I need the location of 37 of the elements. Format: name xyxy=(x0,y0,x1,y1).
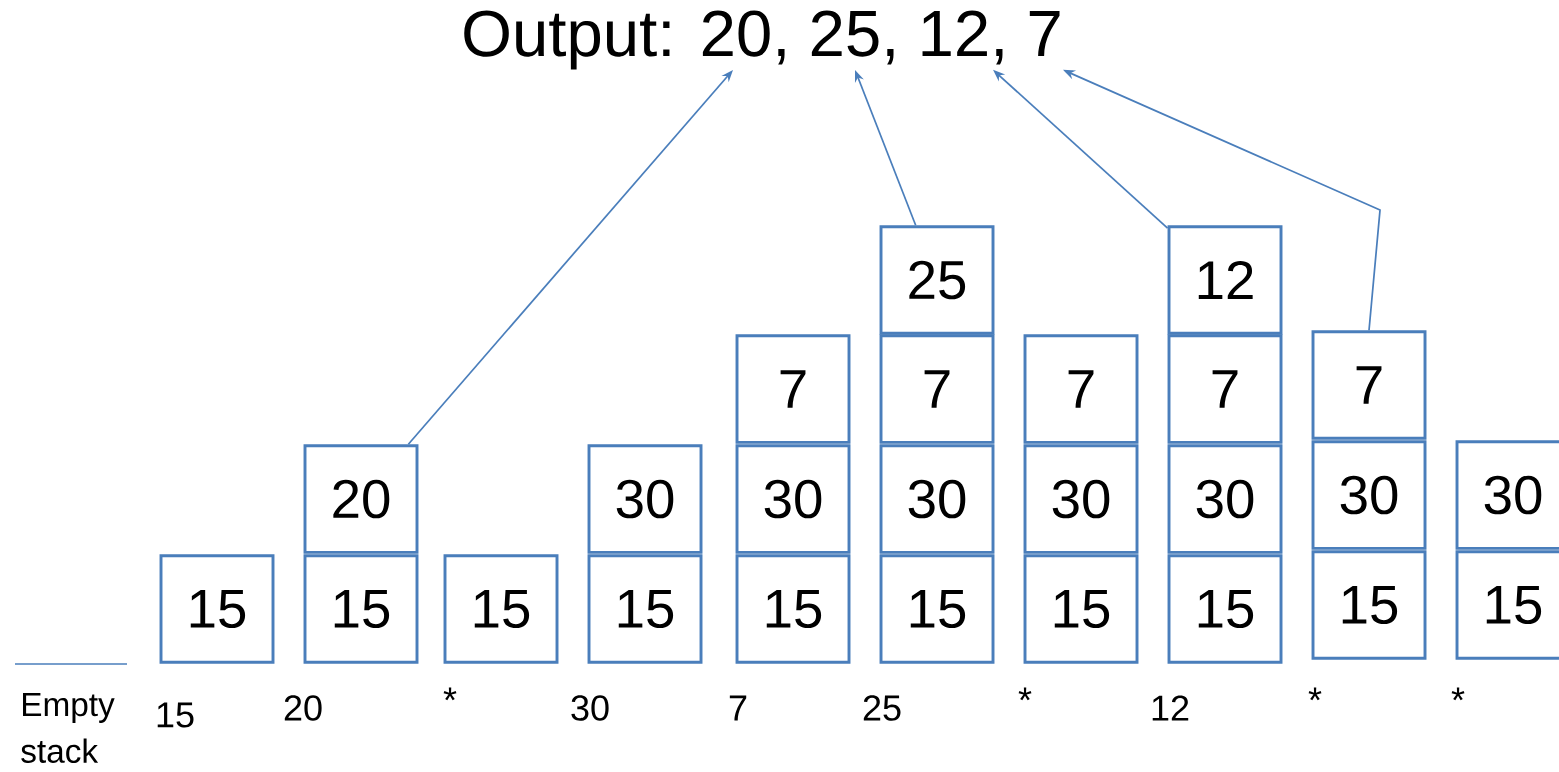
step-label: 30 xyxy=(571,695,609,721)
stack-cell: 7 xyxy=(735,334,851,444)
stack-cell: 15 xyxy=(879,554,995,664)
stack-cell: 7 xyxy=(879,334,995,444)
step-label: 20 xyxy=(284,695,322,721)
stack-cell: 7 xyxy=(1023,334,1139,444)
step-label: * xyxy=(443,687,457,701)
stack-cell: 15 xyxy=(1023,554,1139,664)
stack-cell: 20 xyxy=(303,444,419,554)
stack-cell: 30 xyxy=(1167,444,1283,554)
stack-cell: 15 xyxy=(735,554,851,664)
stack-cell: 30 xyxy=(587,444,703,554)
step-label: 7 xyxy=(729,695,747,721)
stack-cell: 30 xyxy=(879,444,995,554)
output-text: Output: 20, 25, 12, 7 xyxy=(464,10,1060,70)
step-label: * xyxy=(1018,687,1032,701)
caption-text: Empty stack xyxy=(21,693,115,763)
stack-cell: 15 xyxy=(1311,550,1427,660)
step-label: * xyxy=(1308,687,1322,701)
stack-cell: 15 xyxy=(159,554,275,664)
stack-cell: 15 xyxy=(587,554,703,664)
step-label: 25 xyxy=(863,695,901,721)
stack-cell: 7 xyxy=(1167,334,1283,444)
stack-cell: 30 xyxy=(1311,440,1427,550)
stack-cell: 15 xyxy=(1167,554,1283,664)
stack-cell: 30 xyxy=(1455,440,1559,550)
stack-cell: 15 xyxy=(303,554,419,664)
step-label: 15 xyxy=(157,702,194,728)
stack-cell: 30 xyxy=(735,444,851,554)
stack-cell: 15 xyxy=(1455,550,1559,660)
stack-cell: 25 xyxy=(879,225,995,335)
stack-cell: 12 xyxy=(1167,225,1283,335)
step-label: 12 xyxy=(1152,695,1189,721)
stack-cell: 30 xyxy=(1023,444,1139,554)
stack-cell: 7 xyxy=(1311,330,1427,440)
step-label: * xyxy=(1451,687,1465,701)
stack-cell: 15 xyxy=(443,554,559,664)
